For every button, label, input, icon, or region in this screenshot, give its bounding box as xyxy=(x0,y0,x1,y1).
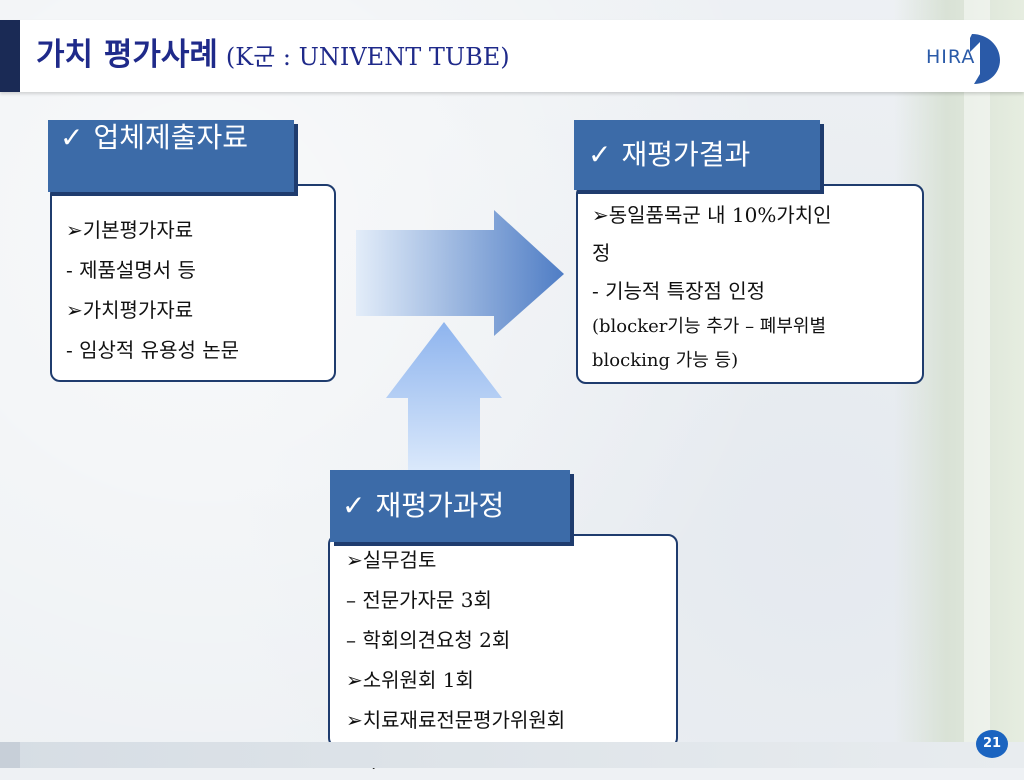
check-icon: ✓ xyxy=(342,489,366,522)
list-item: - 임상적 유용성 논문 xyxy=(66,338,240,362)
list-item: – 학회의견요청 2회 xyxy=(346,628,511,652)
list-item: – 전문가자문 3회 xyxy=(346,588,492,612)
list-item: blocking 가능 등) xyxy=(592,350,739,371)
title-accent xyxy=(0,20,20,92)
result-box: ➢동일품목군 내 10%가치인 정 - 기능적 특장점 인정 (blocker기… xyxy=(576,184,924,384)
title-bar xyxy=(0,20,1024,92)
list-item: ➢실무검토 xyxy=(346,548,437,572)
submission-header: ✓ 업체제출자료 xyxy=(48,120,294,192)
result-header: ✓ 재평가결과 xyxy=(574,120,820,190)
result-header-label: 재평가결과 xyxy=(621,138,751,171)
list-item: ➢소위원회 1회 xyxy=(346,668,474,692)
submission-box: ➢기본평가자료 - 제품설명서 등 ➢가치평가자료 - 임상적 유용성 논문 xyxy=(50,184,336,382)
list-item: - 제품설명서 등 xyxy=(66,258,196,282)
process-box: ➢실무검토 – 전문가자문 3회 – 학회의견요청 2회 ➢소위원회 1회 ➢치… xyxy=(328,534,678,772)
list-item: - 기능적 특장점 인정 xyxy=(592,279,766,303)
hira-logo-icon xyxy=(970,34,1000,84)
process-header: ✓ 재평가과정 xyxy=(330,470,570,542)
decorative-right-strip xyxy=(894,0,1024,768)
bottom-bar xyxy=(0,742,1024,768)
slide-title-sub: (K군 : UNIVENT TUBE) xyxy=(225,43,510,71)
list-item: ➢동일품목군 내 10%가치인 xyxy=(592,203,832,227)
right-arrow-icon xyxy=(356,210,564,336)
submission-header-label: 업체제출자료 xyxy=(93,121,249,154)
list-item: ➢치료재료전문평가위원회 xyxy=(346,708,566,732)
hira-logo-text: HIRA xyxy=(926,46,976,68)
slide-title: 가치 평가사례(K군 : UNIVENT TUBE) xyxy=(36,30,510,80)
list-item: (blocker기능 추가 – 폐부위별 xyxy=(592,316,827,337)
check-icon: ✓ xyxy=(60,121,84,154)
check-icon: ✓ xyxy=(588,138,612,171)
process-header-label: 재평가과정 xyxy=(375,489,505,522)
page-number-badge: 21 xyxy=(976,730,1008,758)
slide-title-main: 가치 평가사례 xyxy=(36,37,218,73)
list-item: ➢가치평가자료 xyxy=(66,298,194,322)
up-arrow-icon xyxy=(386,322,502,472)
list-item: 정 xyxy=(592,241,611,265)
list-item: ➢기본평가자료 xyxy=(66,218,194,242)
